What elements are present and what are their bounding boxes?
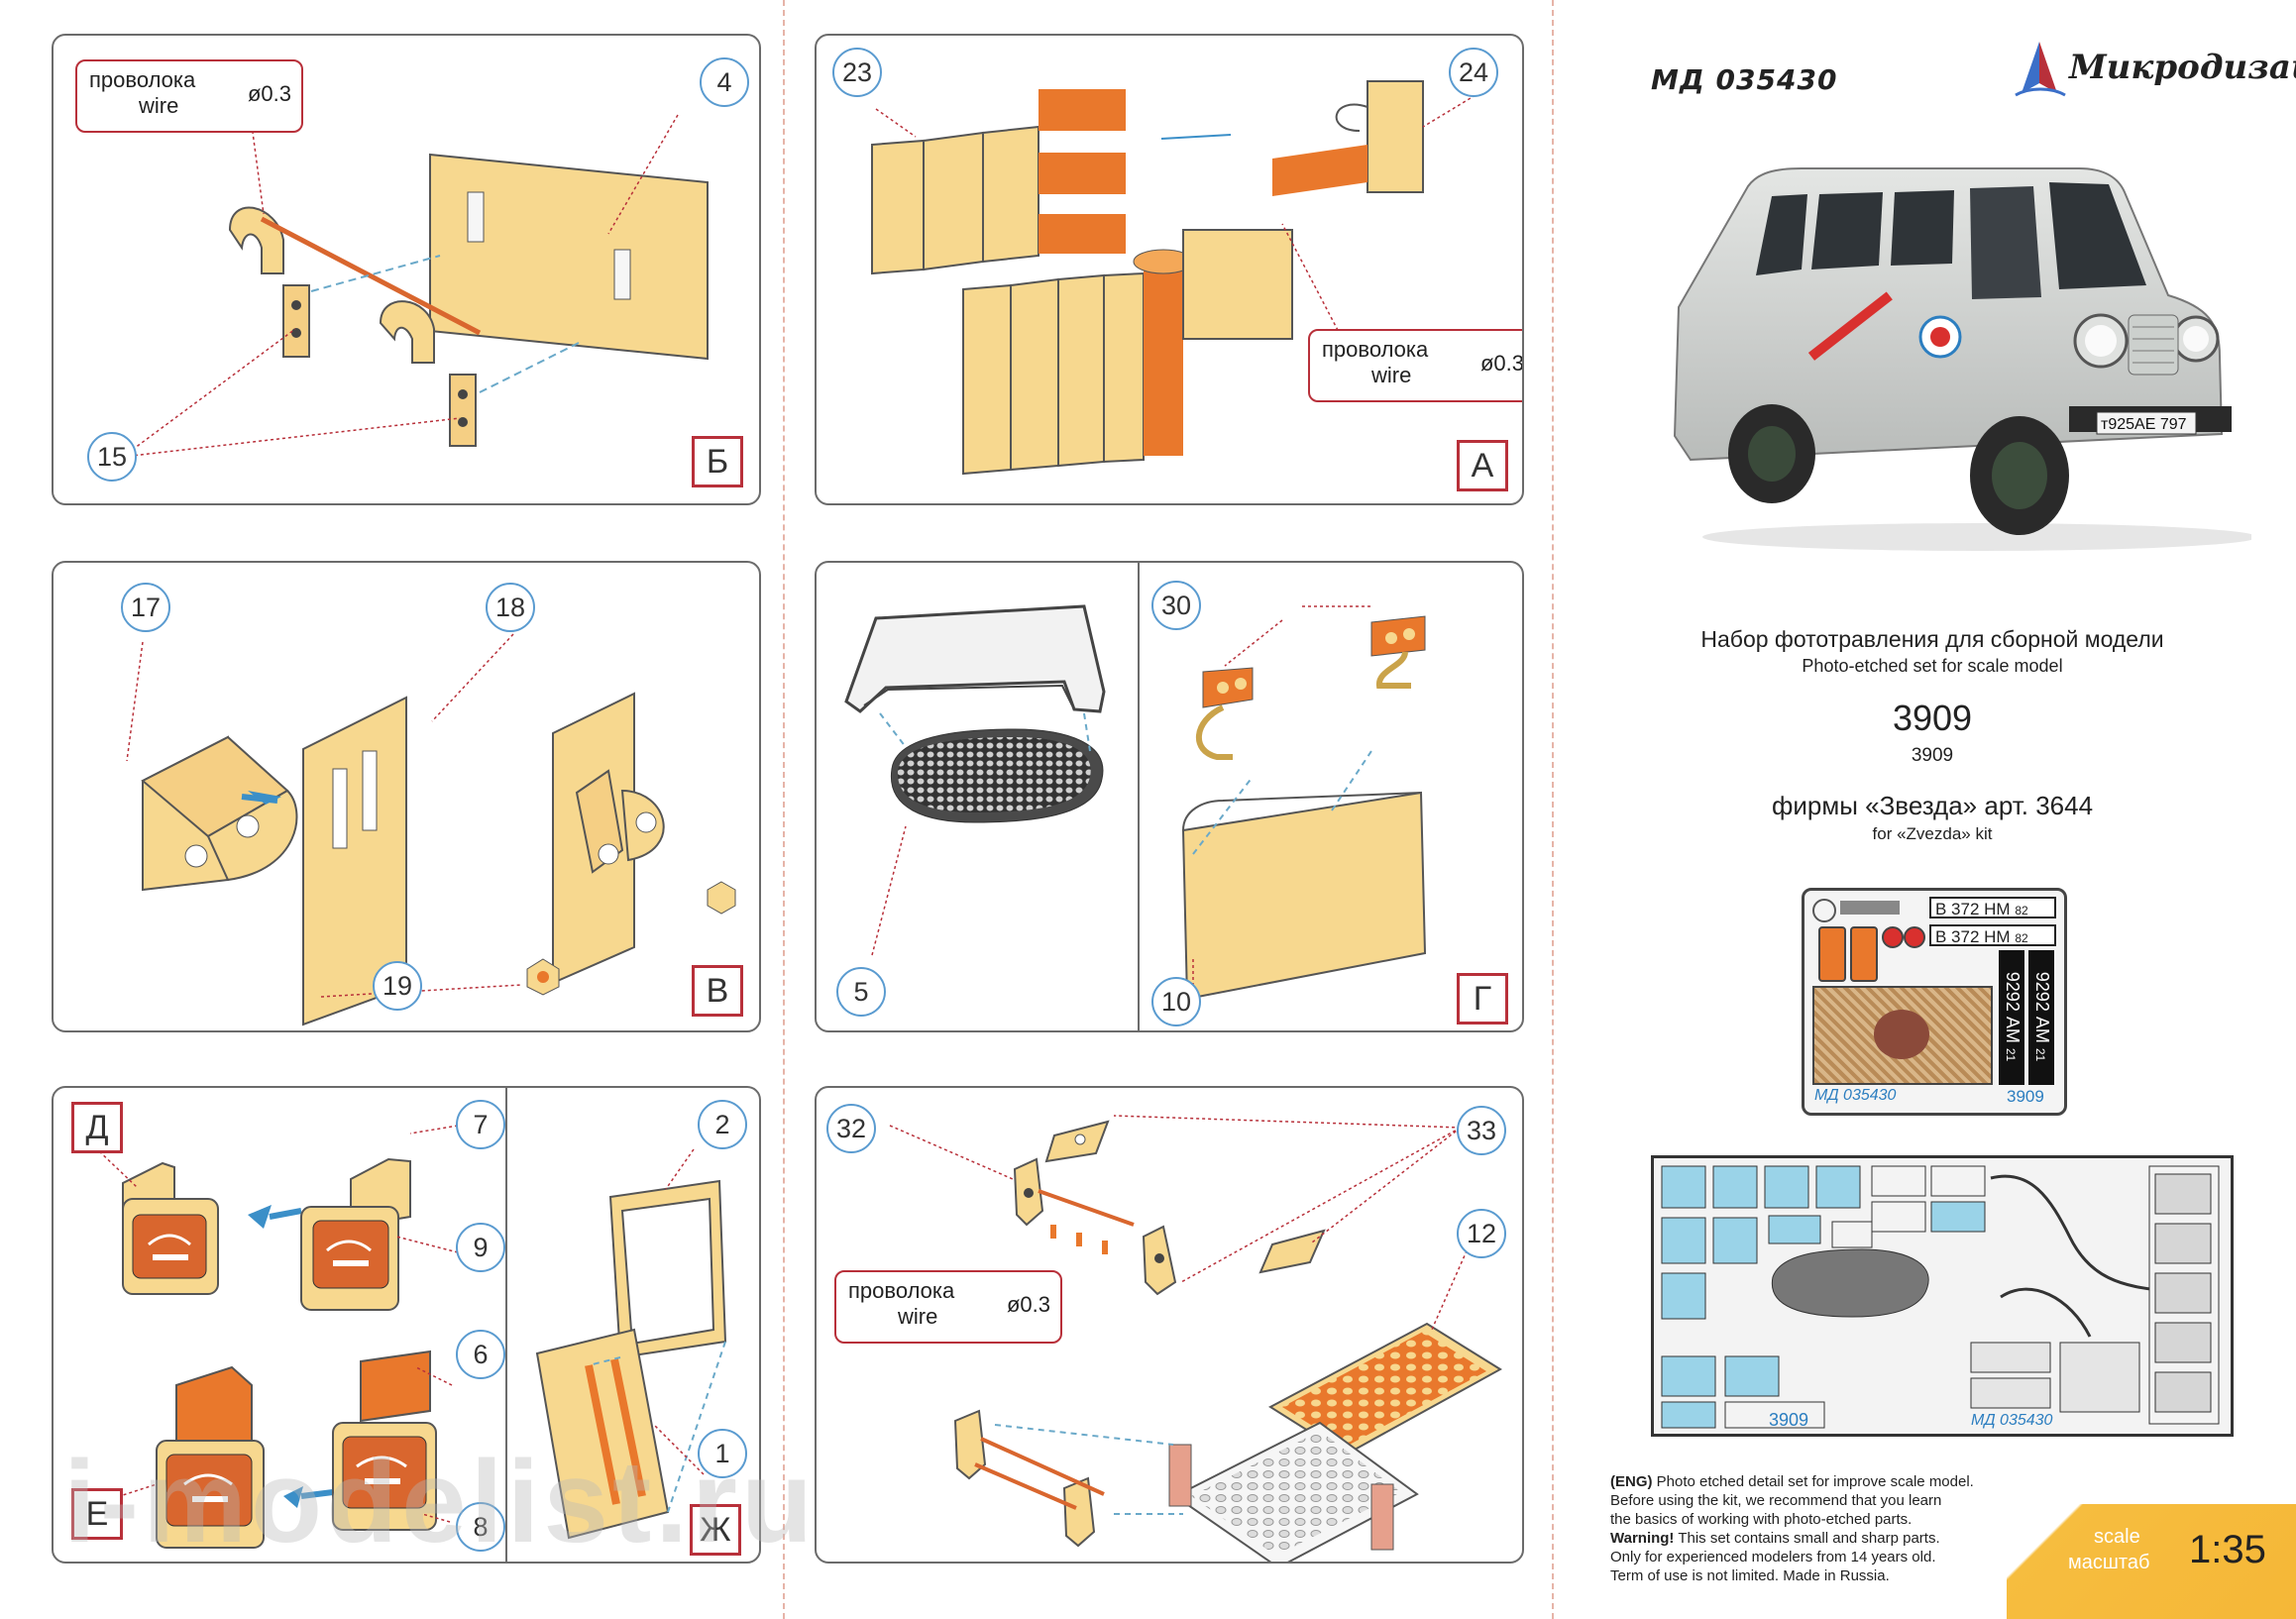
part-number: 10 — [1151, 977, 1201, 1026]
mudflap-d-assembled — [122, 1161, 219, 1295]
part-number: 2 — [698, 1100, 747, 1149]
note-line: Before using the kit, we recommend that … — [1610, 1492, 1942, 1509]
sheet2-number: 3909 — [1769, 1410, 1809, 1430]
section-letter: Е — [71, 1488, 123, 1540]
part-number: 23 — [832, 48, 882, 97]
notes: (ENG) Photo etched detail set for improv… — [1610, 1472, 2007, 1585]
part-number: 24 — [1449, 48, 1498, 97]
part-number: 8 — [456, 1502, 505, 1552]
sheet2-code: МД 035430 — [1971, 1412, 2053, 1429]
section-letter: Д — [71, 1102, 123, 1153]
wire-diameter: ø0.3 — [1006, 1292, 1050, 1317]
instruction-panel-a: 23 24 проволока wire ø0.3 А — [815, 34, 1524, 505]
note-warning-label: Warning! — [1610, 1530, 1675, 1547]
kit-ru: фирмы «Звезда» арт. 3644 — [1771, 791, 2094, 820]
scale-label-ru: масштаб — [2068, 1552, 2150, 1573]
instruction-panel-v: 17 18 19 В — [52, 561, 761, 1032]
set-number: 3909 — [1892, 698, 1973, 738]
instruction-panel-b: проволока wire ø0.3 4 15 Б — [52, 34, 761, 505]
scale-label-en: scale — [2094, 1526, 2140, 1548]
license-plate: т925АЕ 797 — [2101, 416, 2187, 433]
section-letter: В — [692, 965, 743, 1017]
panel-g-illustration — [844, 604, 1427, 1001]
title-ru: Набор фототравления для сборной модели — [1700, 626, 2164, 652]
wire-callout: проволока wire ø0.3 — [75, 59, 303, 133]
product-code: МД 035430 — [1651, 63, 1838, 96]
section-letter: Б — [692, 436, 743, 487]
wire-label-en: wire — [1371, 363, 1412, 387]
part-number: 1 — [698, 1429, 747, 1478]
wire-callout: проволока wire ø0.3 — [834, 1270, 1062, 1344]
note-label-eng: (ENG) — [1610, 1473, 1653, 1490]
mudflap-e-assembled — [156, 1365, 265, 1549]
wire-label-ru: проволока — [89, 67, 196, 92]
printed-sheet: В 372 НМ 82 В 372 НМ 82 9292 АМ 21 9292 … — [1802, 888, 2067, 1116]
watermark: i-modelist.ru — [63, 1437, 818, 1567]
note-line: the basics of working with photo-etched … — [1610, 1511, 1913, 1528]
brand-logo-icon — [2015, 42, 2066, 97]
part-number: 4 — [700, 57, 749, 107]
part-number: 33 — [1457, 1106, 1506, 1155]
part-number: 5 — [836, 967, 886, 1017]
fold-line-right — [1552, 0, 1554, 1619]
part-number: 6 — [456, 1330, 505, 1379]
van-photo: т925АЕ 797 — [1673, 167, 2251, 551]
part-number: 17 — [121, 583, 170, 632]
part-number: 7 — [456, 1100, 505, 1149]
part-number: 30 — [1151, 581, 1201, 630]
wire-label-en: wire — [139, 93, 179, 118]
wire-callout: проволока wire ø0.3 — [1308, 329, 1524, 402]
wire-diameter: ø0.3 — [247, 81, 291, 106]
instruction-panel-steps: 32 33 12 проволока wire ø0.3 — [815, 1086, 1524, 1564]
mudflap-e-parts — [332, 1349, 437, 1531]
plate-4: 9292 АМ 21 — [2028, 950, 2054, 1085]
wire-diameter: ø0.3 — [1479, 351, 1524, 376]
note-line: Term of use is not limited. Made in Russ… — [1610, 1567, 1890, 1584]
sheet1-code: МД 035430 — [1814, 1087, 1897, 1104]
part-number: 12 — [1457, 1209, 1506, 1258]
panel-a-illustration — [871, 80, 1476, 476]
note-line: Photo etched detail set for improve scal… — [1652, 1473, 1974, 1490]
part-number: 32 — [826, 1104, 876, 1153]
kit-en: for «Zvezda» kit — [1872, 824, 1993, 843]
plate-2: В 372 НМ 82 — [1929, 924, 2056, 946]
section-letter: Ж — [690, 1504, 741, 1556]
title-en: Photo-etched set for scale model — [1802, 656, 2063, 676]
panel-d-illustration — [94, 1125, 727, 1549]
mudflap-d-parts — [300, 1157, 411, 1311]
fold-line-left — [783, 0, 785, 1619]
etched-fret: 3909 МД 035430 — [1651, 1155, 2234, 1437]
section-letter: Г — [1457, 973, 1508, 1025]
panel-steps-illustration — [889, 1115, 1502, 1562]
part-number: 15 — [87, 432, 137, 482]
part-number: 18 — [486, 583, 535, 632]
note-line: Only for experienced modelers from 14 ye… — [1610, 1549, 1936, 1565]
section-letter: А — [1457, 440, 1508, 491]
wire-label-ru: проволока — [1322, 337, 1429, 362]
scale-value: 1:35 — [2189, 1528, 2266, 1571]
wire-label-ru: проволока — [848, 1278, 955, 1303]
part-number: 19 — [373, 961, 422, 1011]
part-number: 9 — [456, 1223, 505, 1272]
wire-label-en: wire — [898, 1304, 938, 1329]
plate-3: 9292 АМ 21 — [1999, 950, 2024, 1085]
sheet1-number: 3909 — [2007, 1087, 2044, 1106]
note-line: This set contains small and sharp parts. — [1674, 1530, 1940, 1547]
set-number-sub: 3909 — [1911, 745, 1954, 766]
mudflap-zh-parts — [535, 1179, 727, 1540]
scale-badge: scale масштаб 1:35 — [2007, 1504, 2296, 1619]
panel-b-illustration — [122, 114, 709, 458]
plate-1: В 372 НМ 82 — [1929, 897, 2056, 918]
instruction-panel-g: 5 30 10 Г — [815, 561, 1524, 1032]
instruction-panel-d-e-zh: Д 7 9 6 8 Е 2 1 Ж — [52, 1086, 761, 1564]
brand-name: Микродизайн — [2069, 48, 2296, 87]
panel-v-illustration — [126, 633, 736, 1026]
